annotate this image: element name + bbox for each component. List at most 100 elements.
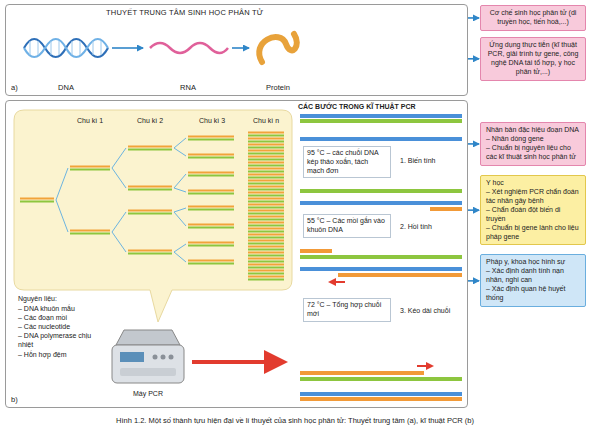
illustration-part <box>248 147 284 149</box>
illustration-part <box>248 258 284 260</box>
node-heading: 55 °C – Các mồi gắn vào khuôn DNA <box>307 217 387 235</box>
illustration-part <box>70 233 110 235</box>
illustration-part <box>188 154 234 156</box>
illustration-part <box>188 209 234 211</box>
illustration-part <box>128 146 172 148</box>
illustration-part <box>188 263 234 265</box>
illustration-part <box>112 148 126 168</box>
illustration-part <box>248 207 284 209</box>
illustration-part <box>20 198 54 200</box>
illustration-part <box>248 279 284 281</box>
dna-helix <box>24 39 108 57</box>
illustration-part <box>338 273 462 277</box>
illustration-part <box>188 206 234 208</box>
cycle-label: Chu kì 3 <box>188 116 236 125</box>
illustration-part <box>120 352 144 362</box>
illustration-part <box>300 255 462 259</box>
illustration-part <box>300 114 462 118</box>
application-box: Nhân bản đặc hiệu đoạn DNA– Nhân dòng ge… <box>480 122 586 166</box>
illustration-part <box>248 132 284 134</box>
illustration-part <box>188 227 234 229</box>
illustration-part <box>112 168 126 188</box>
illustration-part <box>300 377 462 381</box>
illustration-part <box>174 174 186 188</box>
section-title: CÁC BƯỚC TRONG KĨ THUẬT PCR <box>298 102 466 111</box>
figure-caption: Hình 1.2. Một số thành tựu hiện đại về l… <box>8 416 582 426</box>
illustration-part <box>128 186 172 188</box>
illustration-part <box>112 212 126 232</box>
illustration-part <box>248 174 284 176</box>
illustration-part <box>300 397 462 401</box>
illustration-part <box>188 190 234 192</box>
illustration-part <box>248 264 284 266</box>
cycle-strands <box>20 133 284 280</box>
illustration-part <box>248 252 284 254</box>
machine-label: Máy PCR <box>113 389 183 398</box>
illustration-part <box>248 165 284 167</box>
illustration-part <box>248 135 284 137</box>
illustration-part <box>248 204 284 206</box>
illustration-part <box>248 225 284 227</box>
illustration-part <box>174 188 186 192</box>
step-box: 95 °C – các chuỗi DNA kép tháo xoắn, tác… <box>303 146 391 178</box>
cycle-label: Chu kì n <box>242 116 290 125</box>
illustration-part <box>70 230 110 232</box>
material-item: – DNA polymerase chịu nhiệt <box>18 331 98 349</box>
illustration-part <box>153 355 158 360</box>
illustration-part <box>128 189 172 191</box>
step-strands <box>300 114 462 401</box>
illustration-part <box>248 201 284 203</box>
illustration-part <box>248 138 284 140</box>
illustration-part <box>169 355 174 360</box>
step-box: 72 °C – Tổng hợp chuỗi mới <box>303 298 391 322</box>
node-heading: b) <box>11 395 462 404</box>
illustration-part <box>248 249 284 251</box>
connector-arrow <box>232 47 249 49</box>
illustration-part <box>300 249 332 253</box>
illustration-part <box>174 148 186 156</box>
illustration-part <box>300 189 462 193</box>
node-heading: Nhân bản đặc hiệu đoạn DNA <box>486 126 580 135</box>
illustration-part <box>70 166 110 168</box>
step-box: 55 °C – Các mồi gắn vào khuôn DNA <box>303 214 391 238</box>
connector-arrow <box>468 143 479 145</box>
illustration-part <box>188 172 234 174</box>
illustration-part <box>116 330 180 345</box>
illustration-part <box>120 368 176 376</box>
panel: THUYẾT TRUNG TÂM SINH HỌC PHÂN TỬa)DNARN… <box>5 4 468 96</box>
node-text: – Xác định quan hệ huyết thống <box>486 285 580 303</box>
node-heading: THUYẾT TRUNG TÂM SINH HỌC PHÂN TỬ <box>106 8 462 17</box>
machine-arrow <box>192 360 284 364</box>
illustration-part <box>330 281 345 283</box>
node-heading: RNA <box>180 83 196 92</box>
cycle-label: Chu kì 2 <box>126 116 174 125</box>
illustration-part <box>248 255 284 257</box>
node-heading: Y học <box>486 179 580 188</box>
illustration-part <box>128 250 172 252</box>
illustration-part <box>248 240 284 242</box>
node-text: – Xác định danh tính nạn nhân, nghi can <box>486 267 580 285</box>
illustration-part <box>248 228 284 230</box>
illustration-part <box>248 162 284 164</box>
node-heading: 95 °C – các chuỗi DNA kép tháo xoắn, tác… <box>307 149 387 175</box>
illustration-part <box>248 183 284 185</box>
illustration-part <box>417 365 432 367</box>
illustration-part <box>56 200 68 232</box>
material-item: Nguyên liệu: <box>18 294 103 303</box>
illustration-part <box>248 195 284 197</box>
illustration-part <box>248 168 284 170</box>
illustration-part <box>248 177 284 179</box>
illustration-part <box>300 371 424 375</box>
illustration-part <box>128 210 172 212</box>
cycle-label: Chu kì 1 <box>66 116 114 125</box>
illustration-part <box>248 210 284 212</box>
molecule-node: DNA <box>20 24 112 92</box>
illustration-part <box>248 141 284 143</box>
material-item: – Các nucleotide <box>18 322 103 331</box>
illustration-part <box>56 168 68 200</box>
node-heading: Cơ chế sinh học phân tử (di truyền học, … <box>486 9 580 27</box>
protein-chain <box>259 34 297 62</box>
illustration-part <box>174 252 186 262</box>
illustration-part <box>248 222 284 224</box>
illustration-part <box>300 201 462 205</box>
